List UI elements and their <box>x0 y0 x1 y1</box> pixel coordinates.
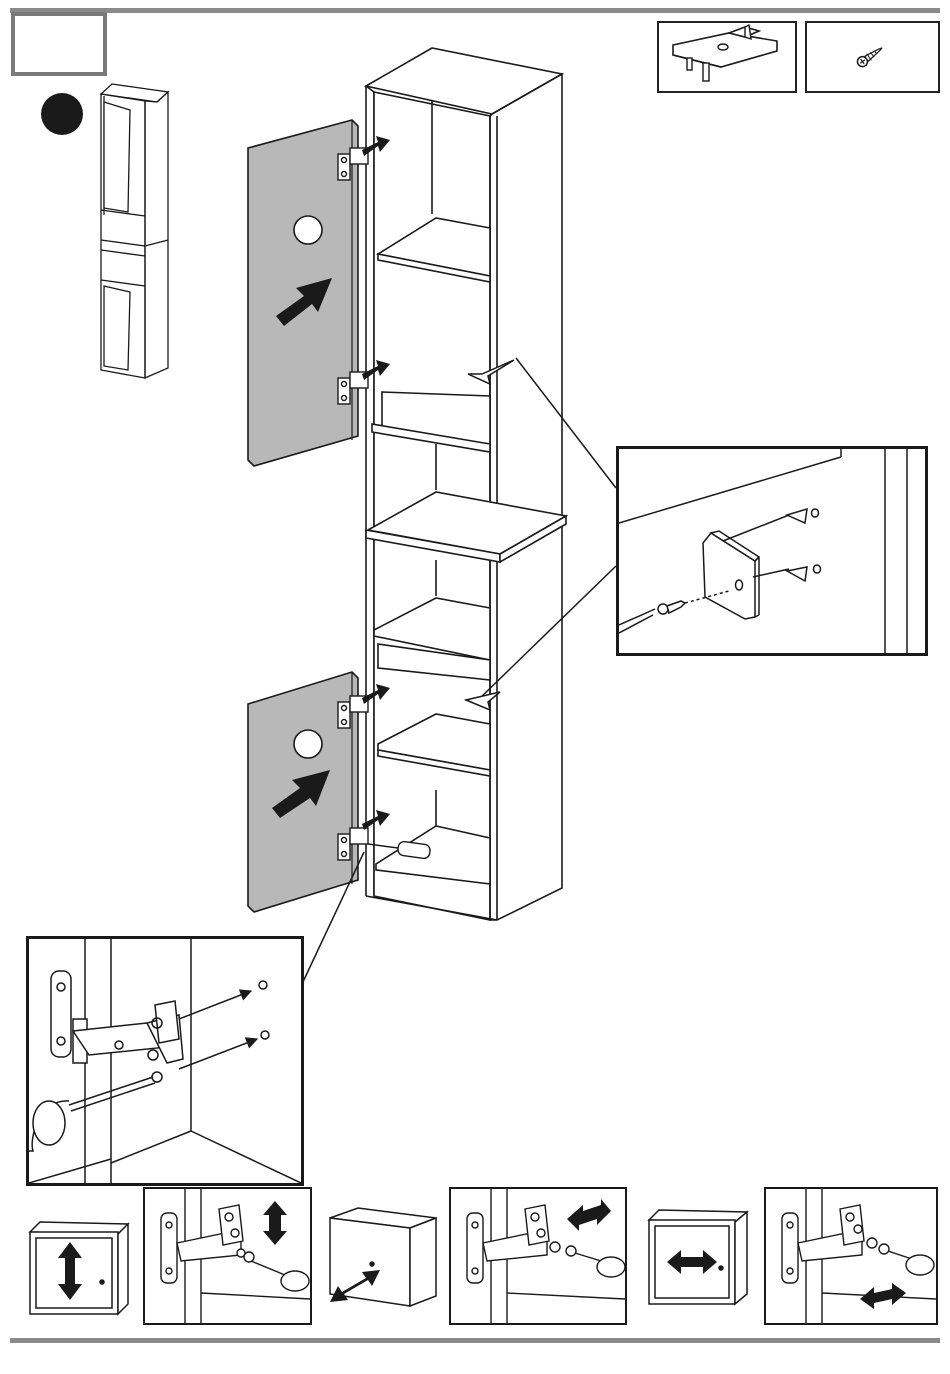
adjust-horizontal-cube <box>647 1206 751 1306</box>
adjust-depth-cube <box>328 1206 438 1308</box>
double-arrow-diagonal-icon <box>860 1283 906 1309</box>
cabinet-body <box>366 48 566 920</box>
double-arrow-vertical-icon <box>263 1201 287 1245</box>
hinge-screw-detail <box>26 936 304 1186</box>
adjust-depth-hinge <box>449 1187 627 1325</box>
adjust-vertical-cube <box>26 1218 130 1318</box>
adjust-horizontal-hinge <box>764 1187 938 1325</box>
shelf-bracket-detail <box>616 446 928 656</box>
adjust-vertical-hinge <box>143 1187 312 1325</box>
double-arrow-horizontal-icon <box>567 1199 611 1231</box>
overview-cabinet <box>101 84 168 378</box>
